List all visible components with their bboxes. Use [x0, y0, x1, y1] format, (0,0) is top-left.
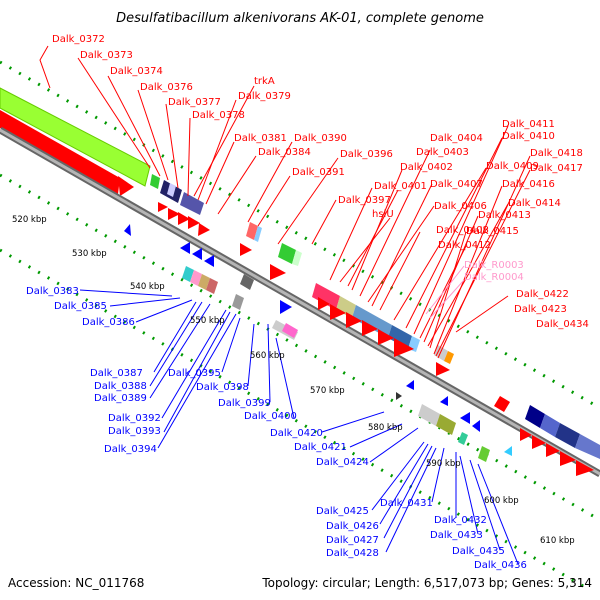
kbp-label: 520 kbp [12, 215, 47, 225]
gene-label-reverse: Dalk_0427 [326, 535, 379, 546]
kbp-label: 570 kbp [310, 386, 345, 396]
top-gene-label-layer: Dalk_0372Dalk_0373Dalk_0374Dalk_0376Dalk… [52, 34, 589, 330]
gene-label-reverse: Dalk_0385 [54, 301, 107, 312]
top-leaders [39, 45, 531, 359]
gene-label-forward: Dalk_0412 [438, 240, 491, 251]
accession-text: Accession: NC_011768 [8, 576, 144, 590]
gene-label-forward: Dalk_0418 [530, 148, 583, 159]
kbp-label: 550 kbp [190, 316, 225, 326]
gene-label-forward: Dalk_0396 [340, 149, 393, 160]
gene-label-forward: Dalk_0379 [238, 91, 291, 102]
gene-label-reverse: Dalk_0395 [168, 368, 221, 379]
genome-backbone [0, 126, 600, 478]
gene-label-forward: Dalk_0401 [374, 181, 427, 192]
gene-label-reverse: Dalk_0383 [26, 286, 79, 297]
gene-label-reverse: Dalk_0425 [316, 506, 369, 517]
gene-label-forward: Dalk_0434 [536, 319, 589, 330]
gene-label-reverse: Dalk_0389 [94, 393, 147, 404]
gene-label-forward: Dalk_0411 [502, 119, 555, 130]
gene-label-forward: Dalk_0397 [338, 195, 391, 206]
band-green [0, 87, 151, 187]
gene-label-forward: Dalk_0404 [430, 133, 483, 144]
gene-label-reverse: Dalk_0421 [294, 442, 347, 453]
gene-label-reverse: Dalk_0399 [218, 398, 271, 409]
gene-label-reverse: Dalk_0388 [94, 381, 147, 392]
gene-label-reverse: Dalk_0436 [474, 560, 527, 571]
gene-label-reverse: Dalk_0428 [326, 548, 379, 559]
gene-label-forward: Dalk_0378 [192, 110, 245, 121]
kbp-label: 530 kbp [72, 249, 107, 259]
gene-label-reverse: Dalk_0432 [434, 515, 487, 526]
gene-label-forward: Dalk_R0004 [464, 272, 524, 283]
gene-label-forward: Dalk_0406 [434, 201, 487, 212]
kbp-label: 560 kbp [250, 351, 285, 361]
gene-label-forward: Dalk_0403 [416, 147, 469, 158]
gene-label-reverse: Dalk_0400 [244, 411, 297, 422]
map-title: Desulfatibacillum alkenivorans AK-01, co… [116, 11, 484, 26]
gene-label-reverse: Dalk_0387 [90, 368, 143, 379]
gene-label-forward: Dalk_0381 [234, 133, 287, 144]
gene-label-forward: Dalk_0422 [516, 289, 569, 300]
gene-label-forward: trkA [254, 76, 275, 87]
gene-label-forward: hslU [372, 209, 394, 220]
gene-label-forward: Dalk_0391 [292, 167, 345, 178]
gene-label-reverse: Dalk_0435 [452, 546, 505, 557]
gene-label-forward: Dalk_0414 [508, 198, 561, 209]
kbp-label: 590 kbp [426, 459, 461, 469]
gene-label-reverse: Dalk_0392 [108, 413, 161, 424]
kbp-label: 610 kbp [540, 536, 575, 546]
gene-label-forward: Dalk_0390 [294, 133, 347, 144]
bottom-leaders [79, 289, 519, 565]
gene-label-forward: Dalk_R0003 [464, 260, 524, 271]
gene-label-reverse: Dalk_0420 [270, 428, 323, 439]
gene-label-forward: Dalk_0374 [110, 66, 163, 77]
gene-label-forward: Dalk_0423 [514, 304, 567, 315]
bottom-gene-label-layer: Dalk_0383Dalk_0385Dalk_0386Dalk_0387Dalk… [26, 286, 527, 571]
gene-label-forward: Dalk_0373 [80, 50, 133, 61]
gene-label-reverse: Dalk_0393 [108, 426, 161, 437]
gene-label-forward: Dalk_0409 [486, 161, 539, 172]
gene-label-reverse: Dalk_0426 [326, 521, 379, 532]
kbp-label: 540 kbp [130, 282, 165, 292]
kbp-label: 600 kbp [484, 496, 519, 506]
kbp-label-layer: 520 kbp 530 kbp 540 kbp 550 kbp 560 kbp 570 k… [12, 215, 575, 546]
gene-label-forward: Dalk_0407 [430, 179, 483, 190]
kbp-label: 580 kbp [368, 423, 403, 433]
gene-label-reverse: Dalk_0394 [104, 444, 157, 455]
gene-label-forward: Dalk_0410 [502, 131, 555, 142]
gene-label-forward: Dalk_0415 [466, 226, 519, 237]
gene-label-forward: Dalk_0402 [400, 162, 453, 173]
gene-label-forward: Dalk_0376 [140, 82, 193, 93]
genome-summary-text: Topology: circular; Length: 6,517,073 bp… [261, 576, 592, 590]
gene-label-forward: Dalk_0384 [258, 147, 311, 158]
gene-label-reverse: Dalk_0431 [380, 498, 433, 509]
forward-genes [150, 174, 600, 476]
rna-leaders [425, 265, 465, 319]
gene-label-reverse: Dalk_0398 [196, 382, 249, 393]
gene-label-forward: Dalk_0377 [168, 97, 221, 108]
gene-label-forward: Dalk_0372 [52, 34, 105, 45]
gene-label-forward: Dalk_0413 [478, 210, 531, 221]
gene-label-forward: Dalk_0417 [530, 163, 583, 174]
gene-label-reverse: Dalk_0433 [430, 530, 483, 541]
gene-label-forward: Dalk_0416 [502, 179, 555, 190]
reverse-genes [124, 224, 512, 462]
gene-label-reverse: Dalk_0424 [316, 457, 369, 468]
gene-label-forward: Dalk_0408 [436, 225, 489, 236]
band-red [0, 110, 134, 196]
gene-label-reverse: Dalk_0386 [82, 317, 135, 328]
